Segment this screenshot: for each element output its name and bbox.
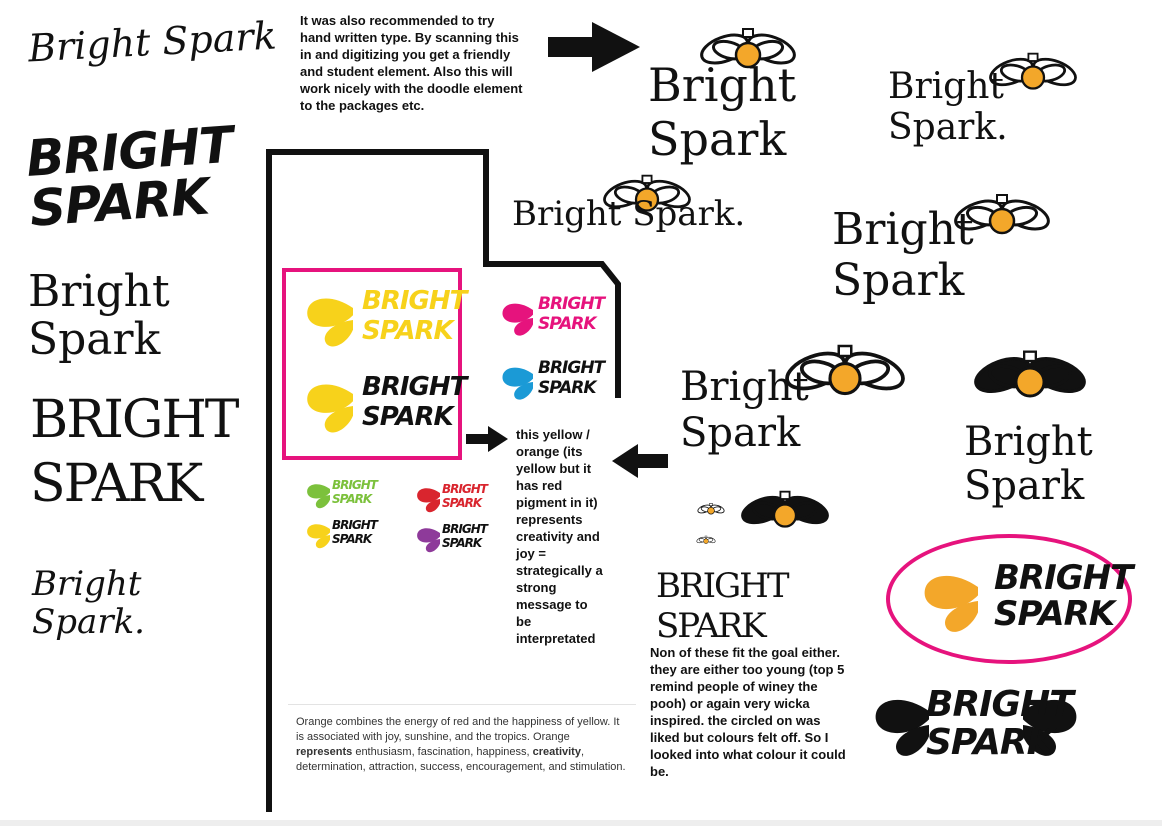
quote-part-3: , determination, attraction, success, en… [296,746,626,773]
yellow-small-variant: BRIGHT SPARK [300,518,380,554]
quote-bold-represents: represents [296,746,353,758]
quote-bold-creativity: creativity [532,746,581,758]
logo-top-b: Bright Spark. [888,40,1108,148]
arrow-right-small-icon [466,426,508,452]
pink-variant: BRIGHT SPARK [494,292,605,348]
green-variant: BRIGHT SPARK [300,478,380,514]
red-variant: BRIGHT SPARK [410,482,490,518]
left-sample-3: Bright Spark [28,266,170,365]
yellow-orange-note: this yellow / orange (its yellow but it … [516,427,603,646]
bracket-outline [266,149,621,812]
logo-mid-c: Bright Spark [680,326,920,456]
left-sample-4: BRIGHT SPARK [30,390,239,514]
left-sample-5: Bright Spark. [32,564,145,642]
arrow-left-small-icon [612,444,668,478]
purple-variant: BRIGHT SPARK [410,522,490,558]
logo-mid-d: Bright Spark [960,330,1100,520]
conclusion-note: Non of these fit the goal either. they a… [650,645,846,779]
left-sample-1: Bright Spark [27,13,278,71]
left-sample-2: BRIGHT SPARK [24,115,235,238]
handwritten-type-note: It was also recommended to try hand writ… [300,13,523,113]
logo-mid-b: Bright Spark [832,180,1102,306]
selected-yellow-variants: BRIGHT SPARK BRIGHT SPARK [282,268,467,460]
page-footer-bar [0,820,1162,826]
logo-mid-a: Bright Spark. [512,160,772,260]
quote-part-2: enthusiasm, fascination, happiness, [352,746,533,758]
logo-bottom: BRIGHT SPARK [856,676,1096,786]
blue-variant: BRIGHT SPARK [494,356,605,412]
logo-lower-a: BRIGHT SPARK [650,470,850,646]
orange-meaning-quote: Orange combines the energy of red and th… [288,704,636,785]
logo-top-a: Bright Spark [648,14,848,166]
quote-part-1: Orange combines the energy of red and th… [296,716,620,743]
arrow-right-icon [548,22,640,72]
circled-logo: BRIGHT SPARK [886,534,1133,664]
